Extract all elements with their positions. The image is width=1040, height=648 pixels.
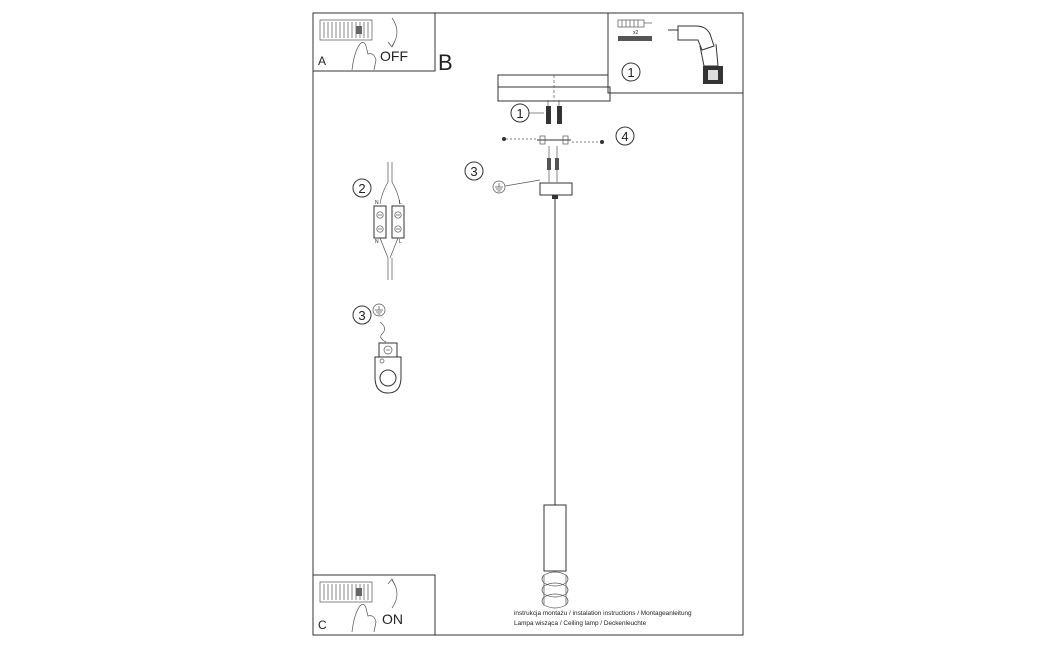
panel-a-frame	[312, 12, 436, 72]
panel-c-letter: C	[318, 618, 327, 632]
wiring-detail: 2 N L N L	[352, 162, 405, 280]
panel-a-letter: A	[318, 54, 326, 68]
wall-plug-icon	[617, 19, 652, 41]
ground-icon	[492, 180, 506, 194]
svg-text:1: 1	[627, 65, 634, 80]
tools-panel-frame	[607, 12, 744, 94]
ceiling-assembly: 1 4 3	[464, 74, 635, 609]
svg-text:2: 2	[358, 181, 365, 196]
panel-a: A OFF	[312, 12, 436, 72]
sheet-border	[312, 12, 744, 636]
ground-detail: 3	[352, 303, 402, 394]
step-4-badge	[615, 126, 635, 146]
mounting-bracket	[502, 135, 604, 182]
panel-c: C ON	[312, 574, 436, 636]
terminal-block	[373, 205, 405, 239]
panel-c-frame	[312, 574, 436, 636]
live-label-top: L	[399, 200, 402, 206]
screw-icon	[502, 137, 506, 141]
tools-panel: x2 1	[607, 12, 744, 94]
pendant-lamp	[541, 504, 569, 609]
step-3-badge-detail	[352, 305, 372, 325]
drill-icon	[668, 25, 723, 84]
svg-text:4: 4	[621, 129, 628, 144]
step-2-badge	[352, 178, 372, 198]
neutral-label-top: N	[375, 200, 379, 206]
switch-off-label: OFF	[380, 48, 408, 64]
hand-icon	[351, 42, 377, 71]
switchboard-icon	[319, 581, 373, 603]
panel-b-letter: B	[438, 50, 453, 75]
svg-text:1: 1	[516, 106, 523, 121]
neutral-label-bottom: N	[375, 239, 379, 245]
footer-product: Lampa wisząca / Ceiling lamp / Deckenleu…	[514, 620, 647, 627]
quantity-label: x2	[633, 30, 639, 36]
ground-icon	[372, 303, 386, 317]
live-label-bottom: L	[399, 239, 402, 245]
footer-instructions: instrukcja montażu / instalation instruc…	[514, 610, 692, 617]
svg-text:3: 3	[470, 164, 477, 179]
step-3-badge	[464, 161, 484, 181]
screw-icon	[600, 140, 604, 144]
svg-text:3: 3	[358, 308, 365, 323]
switchboard-icon	[319, 19, 373, 41]
step-1-badge-tools	[621, 62, 641, 82]
wall-plugs	[546, 100, 562, 124]
switch-on-label: ON	[382, 611, 403, 627]
hand-icon	[351, 604, 377, 633]
